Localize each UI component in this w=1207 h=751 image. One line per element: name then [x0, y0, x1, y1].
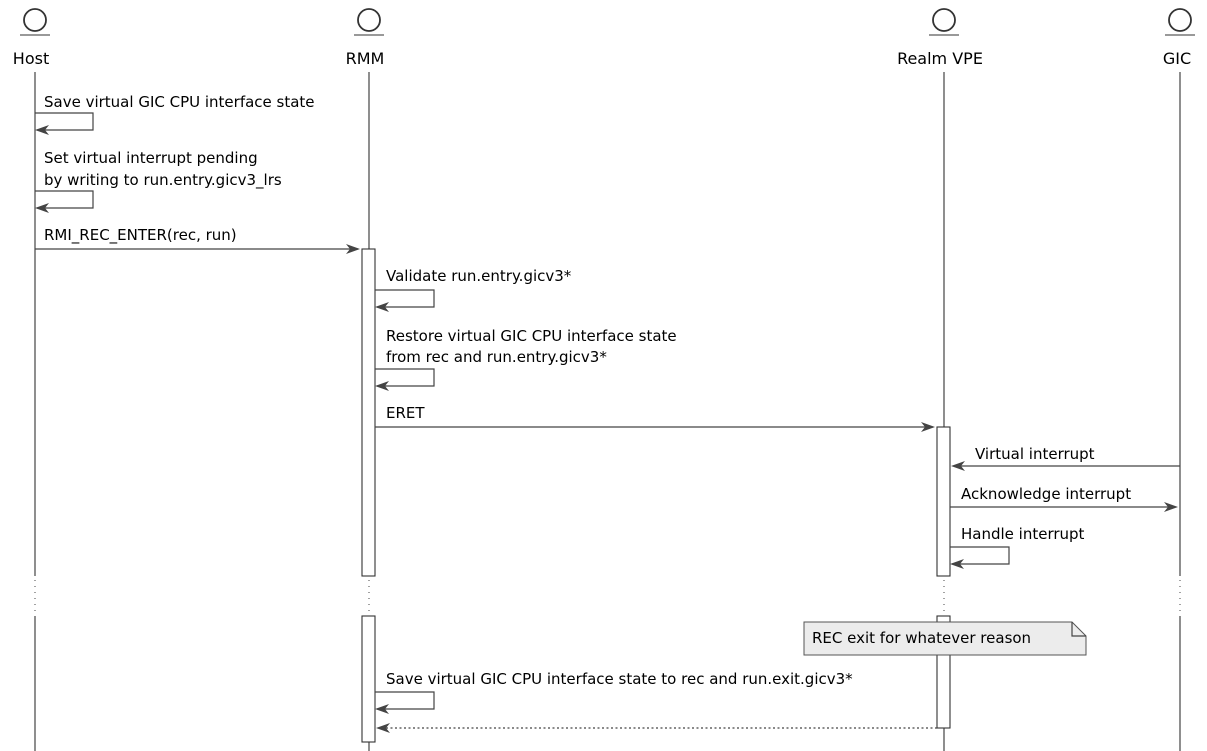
message-label: Save virtual GIC CPU interface state [44, 93, 315, 111]
arrowhead-icon [921, 422, 935, 432]
self-arrow-line [950, 546, 1010, 565]
message-label: Restore virtual GIC CPU interface state [386, 327, 677, 345]
message-handle-interrupt: Handle interrupt [950, 525, 1085, 569]
message-validate: Validate run.entry.gicv3* [375, 267, 572, 312]
activations [361, 248, 951, 743]
arrowhead-icon [950, 559, 964, 569]
message-restore-gic-state: Restore virtual GIC CPU interface state … [375, 327, 677, 391]
self-arrow-line [35, 190, 94, 209]
message-label: Validate run.entry.gicv3* [386, 267, 572, 285]
participant-label-vpe: Realm VPE [897, 49, 983, 68]
participant-rmm: RMM [346, 8, 385, 68]
self-arrow-line [375, 289, 435, 308]
actor-circle-icon [1168, 8, 1192, 32]
message-label: Acknowledge interrupt [961, 485, 1131, 503]
activation-vpe [936, 426, 951, 577]
message-set-virtual-interrupt: Set virtual interrupt pending by writing… [35, 149, 282, 213]
message-label: by writing to run.entry.gicv3_lrs [44, 171, 282, 190]
message-label: Handle interrupt [961, 525, 1085, 543]
message-save-gic-state: Save virtual GIC CPU interface state [35, 93, 315, 135]
self-arrow-line [375, 368, 435, 387]
activation-rmm [361, 615, 376, 743]
actor-circle-icon [932, 8, 956, 32]
message-acknowledge-interrupt: Acknowledge interrupt [950, 485, 1178, 512]
arrowhead-icon [375, 302, 389, 312]
message-return [376, 723, 937, 733]
message-label: Virtual interrupt [975, 445, 1095, 463]
message-label: from rec and run.entry.gicv3* [386, 348, 607, 366]
participant-label-host: Host [13, 49, 49, 68]
message-save-gic-state-exit: Save virtual GIC CPU interface state to … [375, 670, 853, 714]
message-label: ERET [386, 404, 425, 422]
participant-host: Host [13, 8, 50, 68]
message-virtual-interrupt: Virtual interrupt [951, 445, 1180, 471]
message-rmi-rec-enter: RMI_REC_ENTER(rec, run) [35, 226, 360, 254]
arrowhead-icon [346, 244, 360, 254]
message-label: Save virtual GIC CPU interface state to … [386, 670, 853, 688]
note-rec-exit: REC exit for whatever reason [803, 621, 1087, 656]
arrowhead-icon [1164, 502, 1178, 512]
self-arrow-line [375, 691, 435, 710]
actor-circle-icon [357, 8, 381, 32]
note-text: REC exit for whatever reason [812, 629, 1031, 647]
arrowhead-icon [951, 461, 965, 471]
note-fold [1071, 622, 1086, 637]
note-box [803, 621, 1087, 656]
message-eret: ERET [375, 404, 935, 432]
arrowhead-icon [35, 125, 49, 135]
participant-gic: GIC [1163, 8, 1195, 68]
message-label: Set virtual interrupt pending [44, 149, 258, 167]
participant-label-gic: GIC [1163, 49, 1191, 68]
arrowhead-icon [375, 704, 389, 714]
message-label: RMI_REC_ENTER(rec, run) [44, 226, 237, 245]
arrowhead-icon [376, 723, 390, 733]
arrowhead-icon [35, 203, 49, 213]
participant-vpe: Realm VPE [897, 8, 983, 68]
arrowhead-icon [375, 381, 389, 391]
participant-label-rmm: RMM [346, 49, 385, 68]
actor-circle-icon [23, 8, 47, 32]
self-arrow-line [35, 112, 94, 131]
activation-rmm [361, 248, 376, 577]
